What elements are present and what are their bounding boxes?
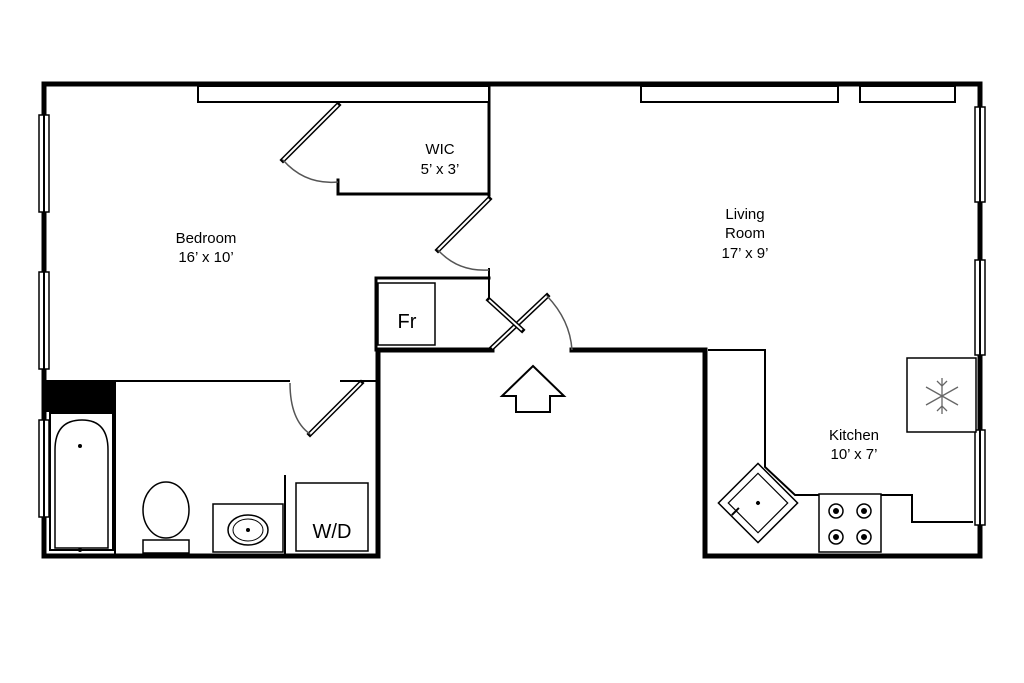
stove	[818, 493, 882, 553]
wic-size: 5’ x 3’	[421, 161, 460, 178]
freezer	[906, 357, 977, 433]
kitchen-sink	[717, 462, 799, 544]
bathtub	[49, 412, 114, 552]
toilet	[142, 481, 190, 554]
fridge-label: Fr	[398, 311, 417, 333]
chimney-block	[44, 382, 115, 412]
room-label-wic: WIC 5’ x 3’	[421, 141, 460, 178]
living-size: 17’ x 9’	[722, 245, 769, 262]
washer-dryer: W/D	[295, 482, 369, 552]
bedroom-name: Bedroom	[176, 230, 237, 247]
arrow-up-icon	[499, 364, 567, 413]
kitchen-name: Kitchen	[829, 427, 879, 444]
door-wic	[279, 101, 342, 184]
room-label-kitchen: Kitchen 10’ x 7’	[829, 427, 879, 463]
door-entry	[485, 292, 573, 352]
bedroom-size: 16’ x 10’	[178, 249, 233, 266]
room-label-living: Living Room 17’ x 9’	[722, 206, 769, 262]
partitions	[44, 82, 973, 556]
door-bedroom	[434, 195, 493, 271]
living-name-line2: Room	[725, 225, 765, 242]
wic-name: WIC	[425, 141, 454, 158]
room-label-bedroom: Bedroom 16’ x 10’	[176, 230, 237, 266]
doors	[279, 101, 573, 438]
bath-sink	[212, 503, 284, 553]
fridge: Fr	[377, 282, 436, 346]
windows	[38, 106, 986, 526]
kitchen-size: 10’ x 7’	[831, 446, 878, 463]
living-name-line1: Living	[725, 206, 764, 223]
washer-dryer-label: W/D	[313, 521, 352, 543]
door-bath	[289, 379, 365, 438]
snowflake-icon	[925, 378, 959, 414]
